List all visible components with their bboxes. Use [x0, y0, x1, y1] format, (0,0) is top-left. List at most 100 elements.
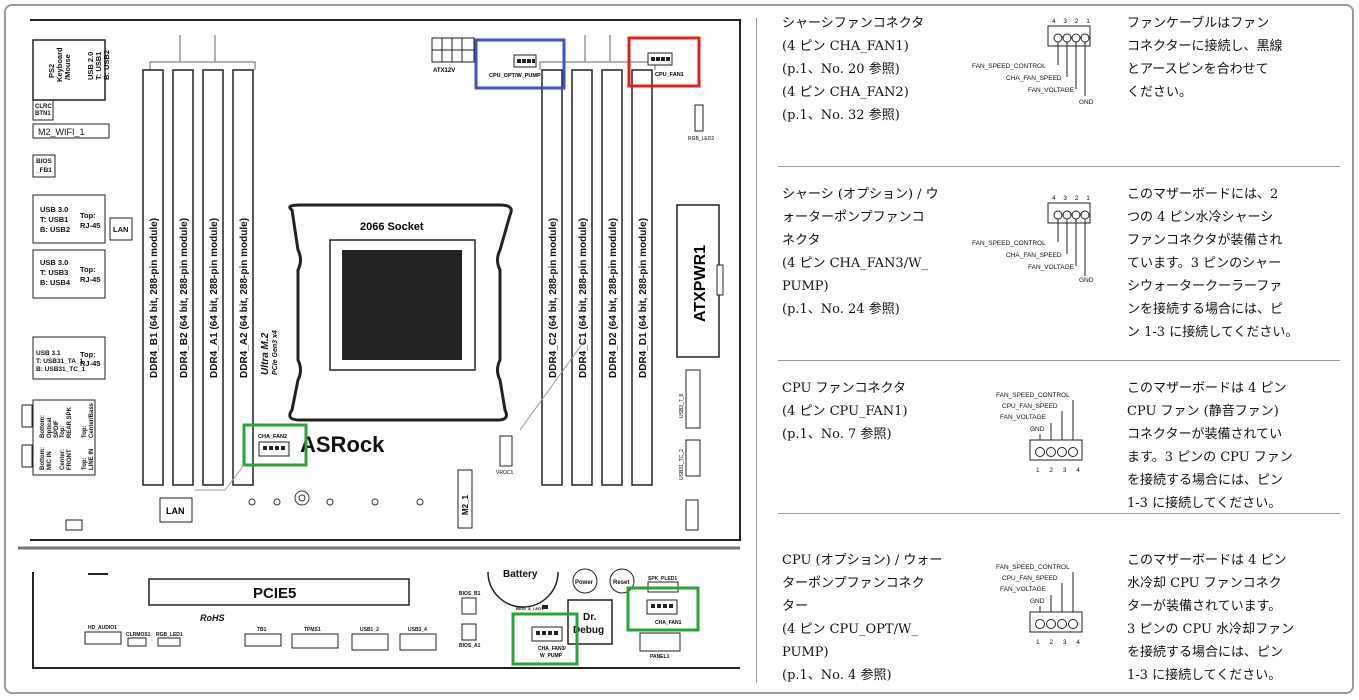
svg-text:PANEL1: PANEL1 [650, 654, 670, 660]
svg-text:Reset: Reset [613, 580, 629, 586]
svg-text:BIOS_A1: BIOS_A1 [459, 643, 481, 649]
svg-text:FAN_SPEED_CONTROL: FAN_SPEED_CONTROL [972, 63, 1046, 70]
dimm-slots [142, 35, 656, 486]
svg-text:RJ-45: RJ-45 [80, 359, 100, 368]
cha-fan1-header: CHA_FAN1 [626, 586, 700, 632]
svg-text:USB 3.0: USB 3.0 [40, 258, 68, 267]
dimm-labels: DDR4_B1 (64 bit, 288-pin module) DDR4_B2… [149, 218, 649, 378]
section-4-description: このマザーボードは 4 ピン 水冷却 CPU ファンコネク ターが装備されていま… [1127, 553, 1295, 683]
svg-text:ATXPWR1: ATXPWR1 [692, 245, 709, 322]
svg-text:FAN_SPEED_CONTROL: FAN_SPEED_CONTROL [972, 240, 1046, 247]
svg-text:FAN_SPEED_CONTROL: FAN_SPEED_CONTROL [996, 392, 1070, 399]
svg-text:B: USB2: B: USB2 [40, 225, 70, 234]
svg-text:REAR SPK: REAR SPK [67, 406, 73, 438]
svg-text:TB1: TB1 [257, 627, 267, 633]
svg-text:CLRMOS1: CLRMOS1 [126, 632, 151, 638]
svg-text:USB 3.1: USB 3.1 [36, 350, 61, 357]
svg-text:PS2: PS2 [47, 64, 56, 78]
svg-text:GND: GND [1079, 99, 1094, 106]
section-divider-2 [778, 360, 1340, 361]
svg-text:B: USB31_TC_1: B: USB31_TC_1 [36, 366, 86, 373]
vroc-header: VROC1 [496, 435, 513, 476]
svg-text:USB3_4: USB3_4 [408, 627, 427, 633]
svg-text:USB 3.0: USB 3.0 [40, 205, 68, 214]
leader-line-2 [519, 339, 586, 431]
rgb-led2-header: RGB_LED2 [688, 104, 714, 142]
section-1-title: シャーシファンコネクタ (4 ピン CHA_FAN1) (p.1、No. 20 … [782, 16, 925, 123]
page-frame [4, 4, 1354, 694]
cpu-opt-wpump-header: CPU_OPT/W_PUMP [474, 38, 566, 90]
svg-text:CPU_FAN_SPEED: CPU_FAN_SPEED [1002, 403, 1058, 410]
svg-text:FAN_VOLTAGE: FAN_VOLTAGE [1000, 586, 1047, 593]
svg-text:RoHS: RoHS [200, 613, 225, 623]
svg-text:USB 2.0: USB 2.0 [86, 52, 95, 80]
svg-text:Battery: Battery [503, 569, 538, 580]
dimm-a2-label: DDR4_A2 (64 bit, 288-pin module) [239, 218, 250, 378]
svg-text:LAN: LAN [166, 506, 185, 516]
svg-text:Top:: Top: [80, 265, 96, 274]
svg-text:1 2 3 4: 1 2 3 4 [1036, 467, 1084, 474]
svg-text:M2_1: M2_1 [461, 494, 470, 515]
svg-text:CHA_FAN3/: CHA_FAN3/ [538, 646, 566, 652]
svg-text:/Mouse: /Mouse [63, 54, 72, 80]
svg-text:GND: GND [1030, 426, 1045, 433]
svg-text:M2_WIFI_1: M2_WIFI_1 [38, 127, 85, 137]
pcie5-label: PCIE5 [253, 585, 296, 602]
svg-text:FRONT: FRONT [67, 449, 73, 470]
svg-text:SPK_PLED1: SPK_PLED1 [648, 576, 677, 582]
svg-text:Bottom:: Bottom: [40, 415, 46, 438]
section-divider-1 [778, 166, 1340, 167]
asrock-logo: ASRock [300, 432, 385, 457]
svg-text:Top:: Top: [82, 425, 88, 438]
bottom-components: PCIE5 RoHS Battery Power Reset Dr. Debug… [84, 568, 681, 660]
m2-1-slot: M2_1 [457, 469, 473, 529]
svg-text:Top:: Top: [82, 457, 88, 470]
section-1-description: ファンケーブルはファン コネクターに接続し、黒線 とアースピンを合わせて くださ… [1127, 16, 1283, 100]
section-divider-3 [778, 513, 1340, 514]
pin-diagram-3: FAN_SPEED_CONTROL CPU_FAN_SPEED FAN_VOLT… [996, 392, 1084, 474]
pin-diagram-2: 4 3 2 1 FAN_SPEED_CONTROL CHA_FAN_SPEED … [972, 195, 1094, 284]
section-3-title: CPU ファンコネクタ (4 ピン CPU_FAN1) (p.1、No. 7 参… [782, 381, 908, 442]
svg-text:BTN1: BTN1 [35, 111, 51, 117]
svg-text:USB1_2: USB1_2 [360, 627, 379, 633]
svg-text:VROC1: VROC1 [496, 470, 513, 476]
svg-text:_FB1: _FB1 [35, 167, 52, 174]
svg-text:BIOS_B1: BIOS_B1 [459, 591, 481, 597]
svg-text:RGB_LED2: RGB_LED2 [688, 136, 714, 142]
dimm-b2-label: DDR4_B2 (64 bit, 288-pin module) [179, 218, 190, 378]
svg-text:Dr.: Dr. [583, 612, 597, 623]
green-highlight-3 [626, 586, 700, 632]
svg-text:BIOS: BIOS [36, 158, 53, 165]
ultra-m2-label: Ultra M.2 PCIe Gen3 x4 [260, 330, 279, 375]
top-board [30, 19, 741, 541]
svg-text:RJ-45: RJ-45 [80, 221, 100, 230]
svg-text:FAN_VOLTAGE: FAN_VOLTAGE [1000, 414, 1047, 421]
svg-text:CPU_FAN_SPEED: CPU_FAN_SPEED [1002, 575, 1058, 582]
pin-diagram-4: FAN_SPEED_CONTROL CPU_FAN_SPEED FAN_VOLT… [996, 564, 1083, 646]
svg-text:CPU_OPT/W_PUMP: CPU_OPT/W_PUMP [489, 73, 541, 79]
column-divider [756, 18, 757, 683]
svg-text:T: USB31_TA_1: T: USB31_TA_1 [36, 358, 84, 365]
svg-text:TPMS1: TPMS1 [304, 627, 321, 633]
leader-line [224, 464, 245, 491]
svg-text:4 3 2 1: 4 3 2 1 [1052, 195, 1093, 202]
atx12v-connector: ATX12V [431, 37, 475, 74]
lan-small [65, 519, 83, 531]
cha-fan3-wpump-header: CHA_FAN3/ W_PUMP [511, 612, 579, 666]
svg-text:Ultra M.2: Ultra M.2 [260, 332, 271, 375]
svg-text:USB31_TC_2: USB31_TC_2 [679, 449, 685, 480]
svg-text:Center/Bass: Center/Bass [89, 402, 95, 438]
svg-text:CPU_FAN1: CPU_FAN1 [655, 72, 684, 78]
atxpwr1-connector: ATXPWR1 [676, 204, 724, 358]
svg-text:Bottom:: Bottom: [40, 447, 46, 470]
dimm-b1-label: DDR4_B1 (64 bit, 288-pin module) [149, 218, 160, 378]
svg-text:Top:: Top: [80, 350, 96, 359]
section-4-title: CPU (オプション) / ウォー ターポンプファンコネク ター (4 ピン C… [782, 553, 943, 683]
svg-text:FAN_SPEED_CONTROL: FAN_SPEED_CONTROL [996, 564, 1070, 571]
svg-text:LAN: LAN [113, 225, 128, 234]
svg-text:HD_AUDIO1: HD_AUDIO1 [88, 625, 117, 631]
svg-text:CHA_FAN_SPEED: CHA_FAN_SPEED [1006, 252, 1062, 259]
svg-text:GND: GND [1030, 598, 1045, 605]
svg-text:SPDIF: SPDIF [54, 420, 60, 438]
